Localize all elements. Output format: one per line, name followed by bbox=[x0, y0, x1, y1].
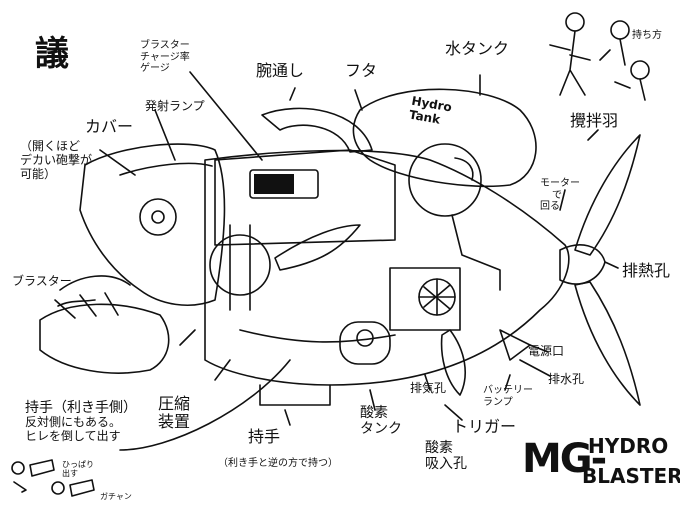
under-grip bbox=[259, 384, 331, 406]
label-trigger: トリガー bbox=[452, 417, 517, 436]
tail-fan bbox=[559, 244, 606, 285]
label-click-sound: ガチャン bbox=[100, 492, 132, 501]
label-grip-dominant: 持手（利き手側） 反対側にもある。 ヒレを倒して出す bbox=[25, 400, 137, 443]
label-launch-lamp: 発射ランプ bbox=[145, 99, 205, 113]
label-arm-through: 腕通し bbox=[256, 61, 305, 80]
label-motor-note: モーター で 回る bbox=[540, 178, 580, 212]
mg-hydro-blaster-logo: MG- HYDRO BLASTER bbox=[522, 434, 680, 488]
label-lid: フタ bbox=[345, 61, 378, 80]
label-grip-note: （利き手と逆の方で持つ） bbox=[218, 458, 338, 469]
label-how-to-hold: 持ち方 bbox=[632, 30, 662, 41]
water-tank bbox=[352, 88, 537, 188]
label-grip: 持手 bbox=[248, 427, 281, 446]
label-oxygen-intake: 酸素 吸入孔 bbox=[425, 440, 467, 473]
pipe bbox=[451, 214, 501, 291]
exhaust-panel bbox=[389, 267, 461, 331]
label-heat-exhaust: 排熱孔 bbox=[622, 261, 671, 280]
charge-gauge bbox=[249, 169, 319, 199]
label-blaster: ブラスター bbox=[12, 274, 72, 288]
battery-fin bbox=[499, 329, 531, 361]
grip-ring bbox=[209, 234, 271, 296]
label-cover-note: （開くほど デカい砲撃が 可能） bbox=[20, 139, 93, 181]
label-pull-out: ひっぱり 出す bbox=[62, 460, 94, 479]
label-oxygen-tank: 酸素 タンク bbox=[360, 405, 402, 438]
arm-ring bbox=[261, 107, 373, 153]
upper-panel bbox=[214, 149, 396, 246]
cover-shell bbox=[79, 143, 226, 306]
motor-dome bbox=[408, 143, 482, 217]
label-battery-lamp: バッテリー ランプ bbox=[483, 385, 533, 408]
grip-fin bbox=[274, 224, 361, 271]
label-blaster-charge-gauge: ブラスター チャージ率 ゲージ bbox=[140, 40, 190, 74]
oxygen-tank-body bbox=[339, 321, 391, 365]
stir-blade-top bbox=[574, 134, 641, 256]
label-cover: カバー bbox=[85, 117, 134, 136]
lower-jaw bbox=[39, 303, 170, 374]
compressor bbox=[239, 329, 396, 343]
trigger bbox=[440, 329, 466, 396]
body-hull bbox=[204, 149, 570, 386]
label-exhaust-hole: 排気孔 bbox=[410, 381, 447, 395]
label-compressor: 圧縮 装置 bbox=[158, 394, 191, 432]
label-power-port: 電源口 bbox=[528, 344, 565, 358]
label-water-tank: 水タンク bbox=[445, 39, 510, 58]
cover-eye bbox=[139, 198, 177, 236]
label-stir-blade: 攪拌羽 bbox=[570, 111, 619, 130]
stir-blade-bottom bbox=[574, 281, 641, 406]
title-glyph: 議 bbox=[35, 34, 69, 74]
label-drain-hole: 排水孔 bbox=[548, 372, 585, 386]
